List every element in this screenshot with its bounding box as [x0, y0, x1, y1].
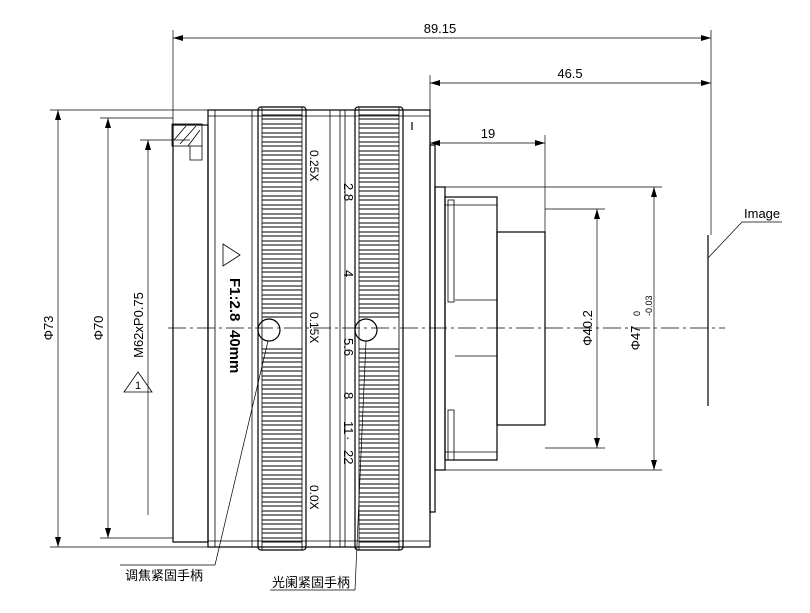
dim-overall-length: 89.15	[424, 21, 457, 36]
dim-mount-length: 19	[481, 126, 495, 141]
aperture-scale: 2.8 4 5.6 8 11 · 22	[341, 183, 356, 464]
dim-thread: M62xP0.75	[131, 292, 146, 358]
focus-scale-label-2: 0.15X	[307, 312, 321, 343]
dim-diameter-47-upper-tol: 0	[632, 311, 642, 316]
focus-scale-label-3: 0.0X	[307, 485, 321, 510]
right-dimensions: Φ40.2 Φ47 0 -0.03	[445, 186, 662, 471]
dim-diameter-70: Φ70	[91, 316, 106, 341]
left-dimensions: Φ73 Φ70 M62xP0.75 1	[41, 109, 208, 548]
aperture-label-4: 4	[341, 270, 356, 277]
warning-triangle-spec	[222, 243, 241, 267]
top-dimensions: 89.15 46.5 19	[172, 21, 712, 235]
rear-mount	[429, 144, 546, 513]
lens-spec-focal-length: 40mm	[226, 330, 243, 373]
iris-lock-callout: 光阑紧固手柄	[272, 576, 350, 591]
dim-diameter-40: Φ40.2	[580, 310, 595, 346]
warning-triangle-thread	[123, 371, 153, 393]
image-plane-label: Image	[744, 206, 780, 221]
aperture-ring[interactable]	[354, 106, 404, 551]
aperture-label-22: 22	[341, 450, 356, 464]
focus-ring-knurling	[262, 114, 302, 543]
dim-length-to-image: 46.5	[557, 66, 582, 81]
dim-diameter-47-lower-tol: -0.03	[644, 295, 654, 316]
dim-diameter-73: Φ73	[41, 316, 56, 341]
aperture-label-2-8: 2.8	[341, 183, 356, 201]
callouts: 调焦紧固手柄 光阑紧固手柄	[120, 340, 367, 591]
front-cap	[172, 124, 209, 543]
aperture-scale-dot: ·	[341, 436, 356, 440]
focus-ring[interactable]	[257, 106, 307, 551]
focus-scale: 0.25X 0.15X 0.0X	[307, 150, 321, 510]
aperture-lock-knob[interactable]	[354, 318, 378, 342]
focus-lock-knob[interactable]	[257, 318, 281, 342]
dim-diameter-47: Φ47	[628, 326, 643, 351]
focus-scale-label-1: 0.25X	[307, 150, 321, 181]
thread-section	[171, 123, 203, 147]
aperture-label-5-6: 5.6	[341, 338, 356, 356]
aperture-label-11: 11	[341, 421, 356, 435]
lens-spec-marking: F1:2.8 40mm	[222, 243, 243, 373]
aperture-ring-knurling	[359, 114, 399, 543]
lens-spec-f-number: F1:2.8	[226, 278, 243, 321]
lens-body	[171, 109, 431, 548]
aperture-label-8: 8	[341, 392, 356, 399]
svg-text:1: 1	[135, 380, 141, 392]
focus-lock-callout: 调焦紧固手柄	[125, 569, 203, 584]
